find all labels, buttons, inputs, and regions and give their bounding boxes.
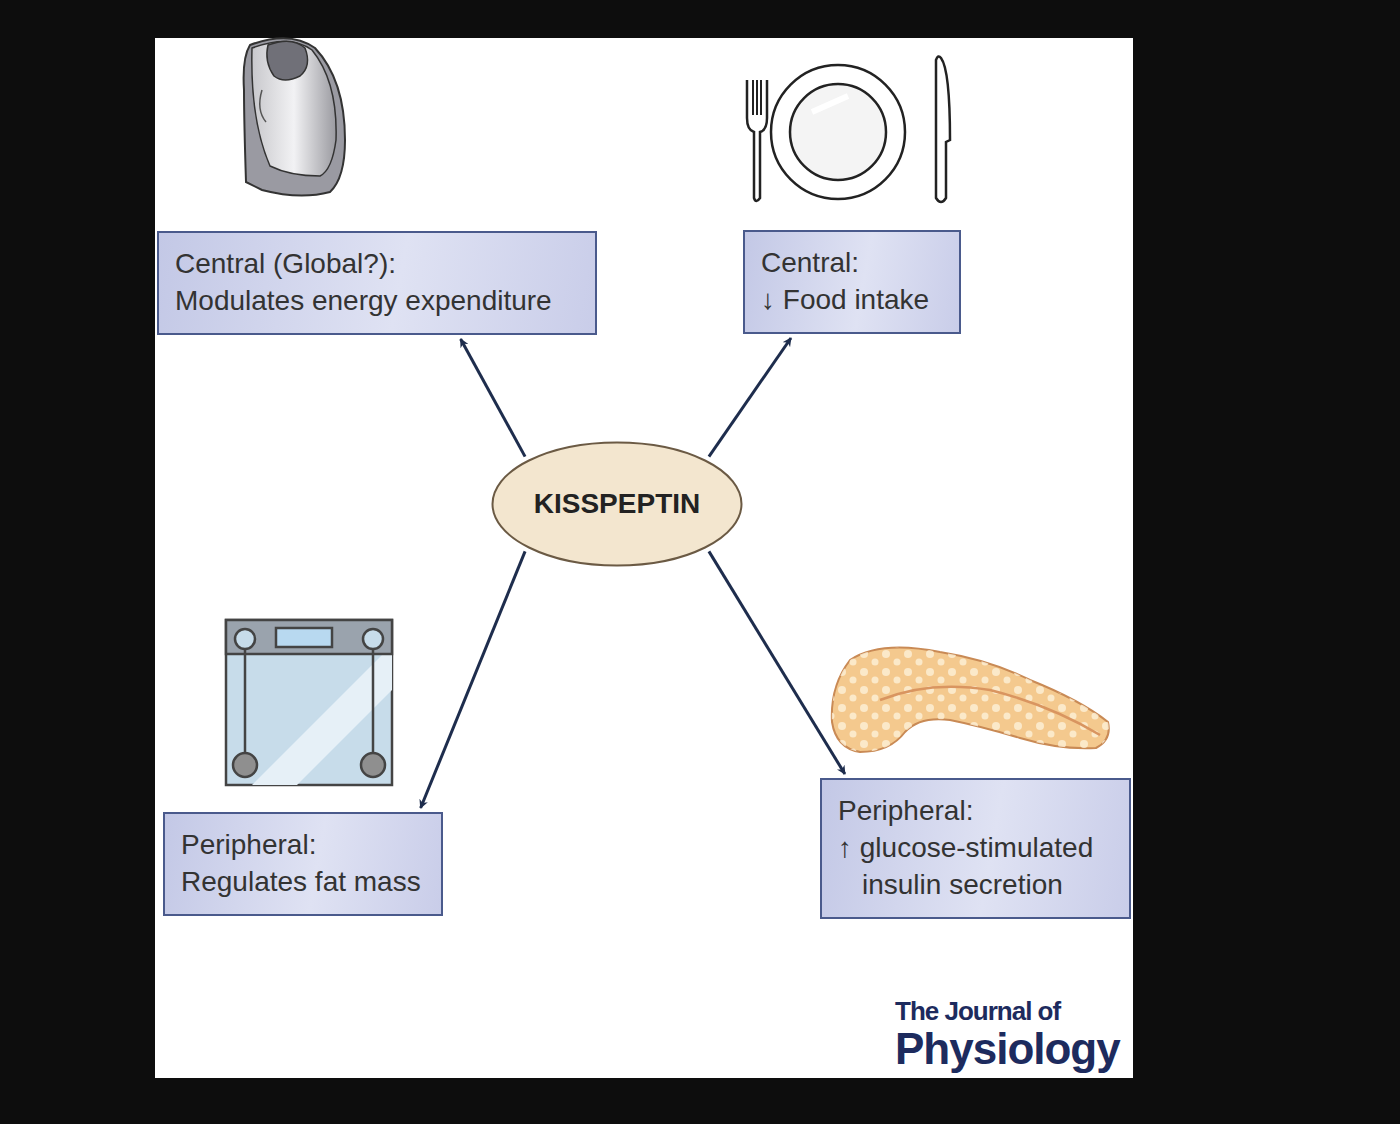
arrow-connector xyxy=(709,338,791,457)
effect-box: Central:↓ Food intake xyxy=(743,230,961,334)
box-heading: Central (Global?): xyxy=(175,245,579,282)
journal-logo-name: Physiology xyxy=(895,1024,1120,1074)
arrow-connector xyxy=(709,551,845,774)
effect-box: Central (Global?):Modulates energy expen… xyxy=(157,231,597,335)
arrow-connector xyxy=(461,339,525,457)
journal-logo-top: The Journal of xyxy=(895,996,1060,1027)
ellipse-shape xyxy=(493,443,742,566)
box-heading: Peripheral: xyxy=(838,792,1113,829)
box-text: ↑ glucose-stimulated insulin secretion xyxy=(838,829,1113,903)
activity-monitor-icon xyxy=(244,38,345,195)
box-text: KISSPEPTIN xyxy=(534,488,700,520)
box-heading: Peripheral: xyxy=(181,826,425,863)
box-text: Regulates fat mass xyxy=(181,863,425,900)
box-text: Modulates energy expenditure xyxy=(175,282,579,319)
weighing-scale-icon xyxy=(226,620,392,785)
hormone-ellipse: KISSPEPTIN xyxy=(491,441,743,567)
effect-box: Peripheral:↑ glucose-stimulated insulin … xyxy=(820,778,1131,919)
box-text: ↓ Food intake xyxy=(761,281,943,318)
pancreas-icon xyxy=(832,648,1109,753)
plate-cutlery-icon xyxy=(747,56,950,202)
box-heading: Central: xyxy=(761,244,943,281)
effect-box: Peripheral:Regulates fat mass xyxy=(163,812,443,916)
arrow-connector xyxy=(421,551,525,808)
